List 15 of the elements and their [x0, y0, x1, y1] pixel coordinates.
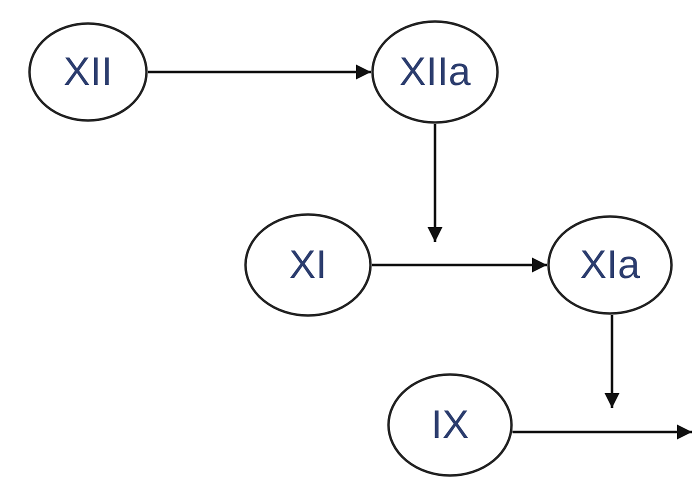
ellipse-node — [387, 373, 513, 477]
ellipse-node — [244, 213, 372, 317]
ellipse-node — [28, 22, 148, 122]
arrow — [512, 424, 692, 440]
factor-label: XIa — [580, 242, 640, 288]
factor-label: XII — [64, 50, 112, 94]
ellipse-node — [371, 20, 499, 124]
arrow — [372, 258, 547, 272]
factor-label: XI — [289, 242, 327, 288]
arrow — [148, 64, 371, 80]
factor-label: IX — [431, 402, 469, 448]
factor-label: XIIa — [399, 50, 471, 94]
ellipse-node — [547, 215, 673, 315]
arrow — [428, 124, 442, 242]
arrow — [604, 314, 620, 408]
